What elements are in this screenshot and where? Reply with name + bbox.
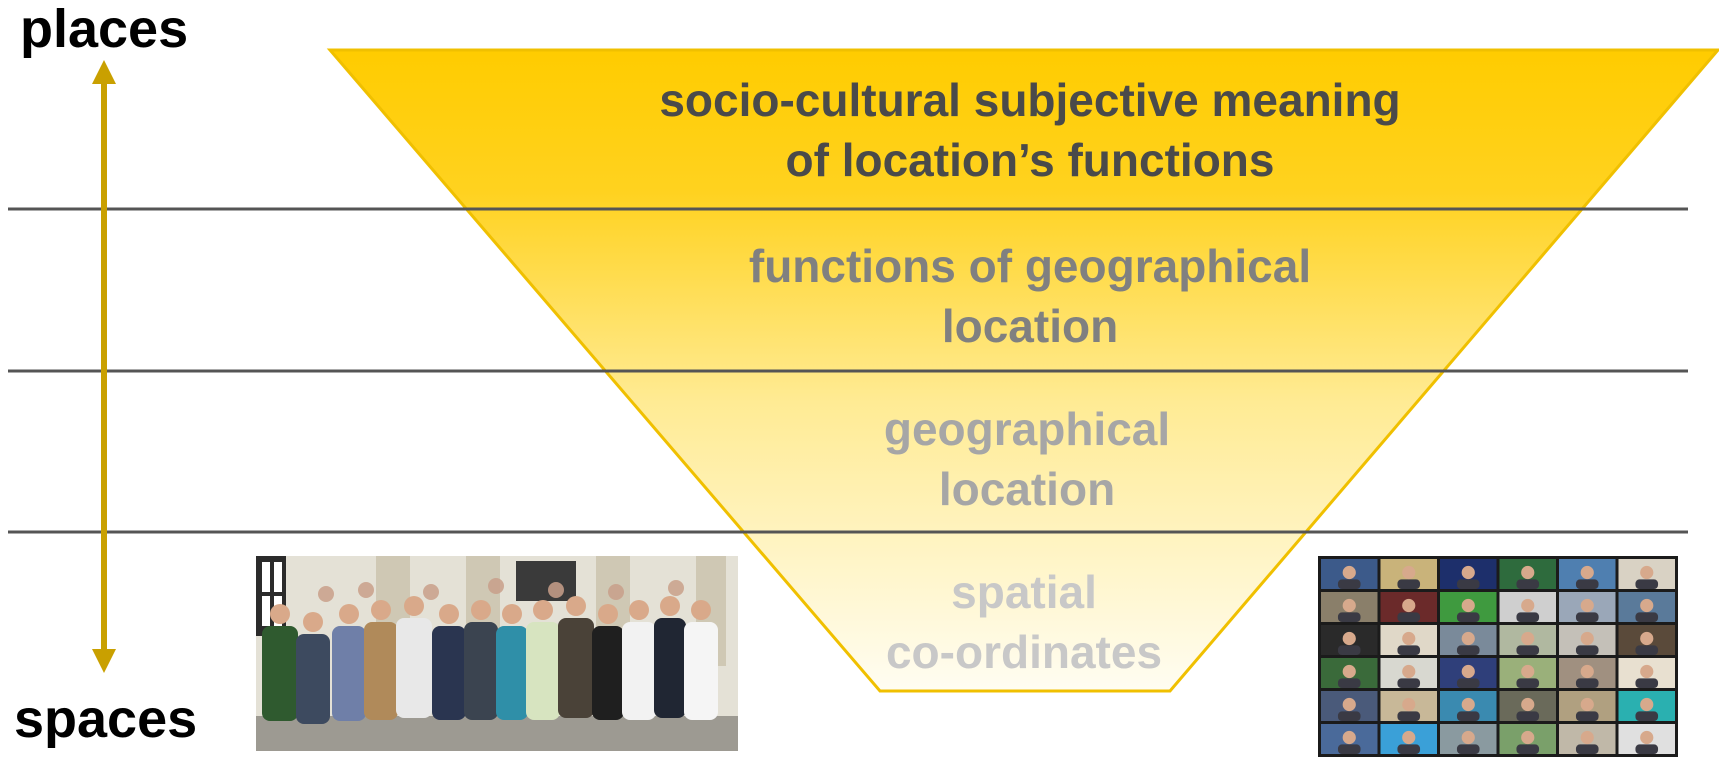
video-tile — [1499, 592, 1556, 622]
video-tile — [1321, 658, 1378, 688]
level-1-line-2: of location’s functions — [785, 134, 1275, 186]
video-tile — [1380, 724, 1437, 754]
video-tile — [1321, 592, 1378, 622]
group-photo-image — [256, 556, 738, 751]
video-tile — [1618, 724, 1675, 754]
video-tile — [1618, 559, 1675, 589]
video-tile — [1618, 592, 1675, 622]
level-geographical-location: geographical location — [884, 399, 1170, 519]
video-tile — [1380, 592, 1437, 622]
level-2-line-2: location — [941, 300, 1119, 352]
video-tile — [1440, 625, 1497, 655]
level-3-line-2: location — [938, 463, 1116, 515]
level-functions-of-location: functions of geographical location — [749, 236, 1311, 356]
level-4-line-2: co-ordinates — [885, 626, 1163, 678]
level-3-line-1: geographical — [883, 403, 1171, 455]
video-tile — [1499, 724, 1556, 754]
video-tile — [1559, 625, 1616, 655]
video-tile — [1321, 691, 1378, 721]
video-tile — [1499, 691, 1556, 721]
level-2-line-1: functions of geographical — [748, 240, 1312, 292]
video-tile — [1618, 691, 1675, 721]
video-tile — [1440, 592, 1497, 622]
places-label: places — [20, 0, 189, 59]
level-4-line-1: spatial — [951, 566, 1097, 618]
group-photo — [256, 556, 738, 751]
video-tile — [1380, 559, 1437, 589]
video-tile — [1559, 592, 1616, 622]
video-tile — [1440, 691, 1497, 721]
video-tile — [1499, 559, 1556, 589]
video-tile — [1499, 625, 1556, 655]
video-call-grid-image — [1321, 559, 1675, 754]
video-tile — [1618, 625, 1675, 655]
video-tile — [1618, 658, 1675, 688]
spaces-label: spaces — [14, 689, 198, 749]
video-tile — [1380, 625, 1437, 655]
video-tile — [1321, 559, 1378, 589]
video-call-grid — [1318, 556, 1678, 757]
video-tile — [1559, 559, 1616, 589]
video-tile — [1559, 724, 1616, 754]
level-1-line-1: socio-cultural subjective meaning — [659, 74, 1401, 126]
video-tile — [1440, 724, 1497, 754]
video-tile — [1440, 658, 1497, 688]
video-tile — [1440, 559, 1497, 589]
video-tile — [1559, 691, 1616, 721]
video-tile — [1321, 724, 1378, 754]
level-socio-cultural-meaning: socio-cultural subjective meaning of loc… — [659, 70, 1400, 190]
video-tile — [1380, 658, 1437, 688]
video-tile — [1380, 691, 1437, 721]
video-tile — [1499, 658, 1556, 688]
video-tile — [1321, 625, 1378, 655]
video-tile — [1559, 658, 1616, 688]
vertical-double-arrow — [92, 60, 116, 673]
level-spatial-coordinates: spatial co-ordinates — [886, 562, 1162, 682]
